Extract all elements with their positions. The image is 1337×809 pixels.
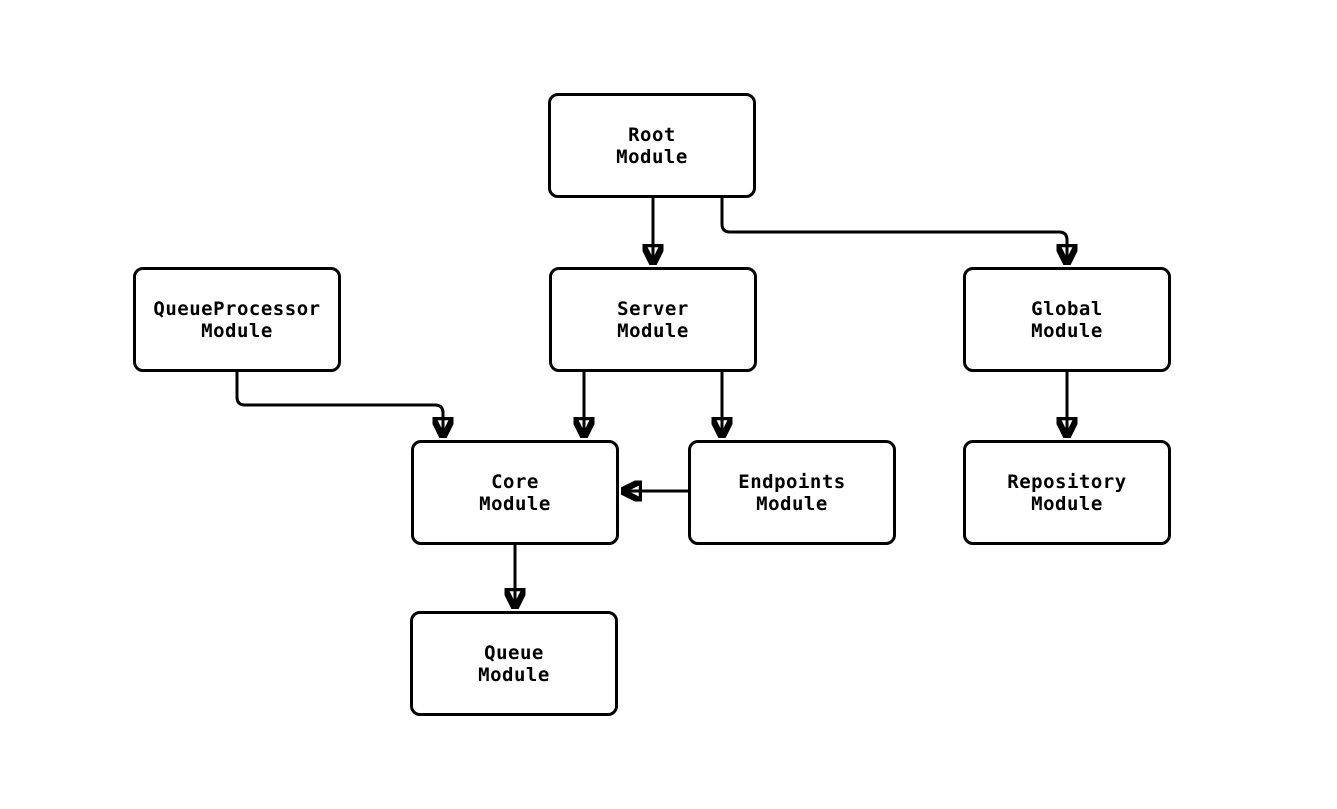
node-endpoints-module-label: Endpoints Module [738,470,846,515]
edge-root-global [720,196,1067,263]
node-endpoints-module: Endpoints Module [688,440,896,545]
node-repository-module: Repository Module [963,440,1171,545]
node-server-module-label: Server Module [617,297,689,342]
node-global-module-label: Global Module [1031,297,1103,342]
node-global-module: Global Module [963,267,1171,372]
edge-queueprocessor-core [235,370,443,436]
node-queueprocessor-module-label: QueueProcessor Module [153,297,321,342]
node-core-module-label: Core Module [479,470,551,515]
node-server-module: Server Module [549,267,757,372]
node-root-module-label: Root Module [616,123,688,168]
node-core-module: Core Module [411,440,619,545]
node-queue-module: Queue Module [410,611,618,716]
node-queueprocessor-module: QueueProcessor Module [133,267,341,372]
node-queue-module-label: Queue Module [478,641,550,686]
node-repository-module-label: Repository Module [1007,470,1127,515]
node-root-module: Root Module [548,93,756,198]
